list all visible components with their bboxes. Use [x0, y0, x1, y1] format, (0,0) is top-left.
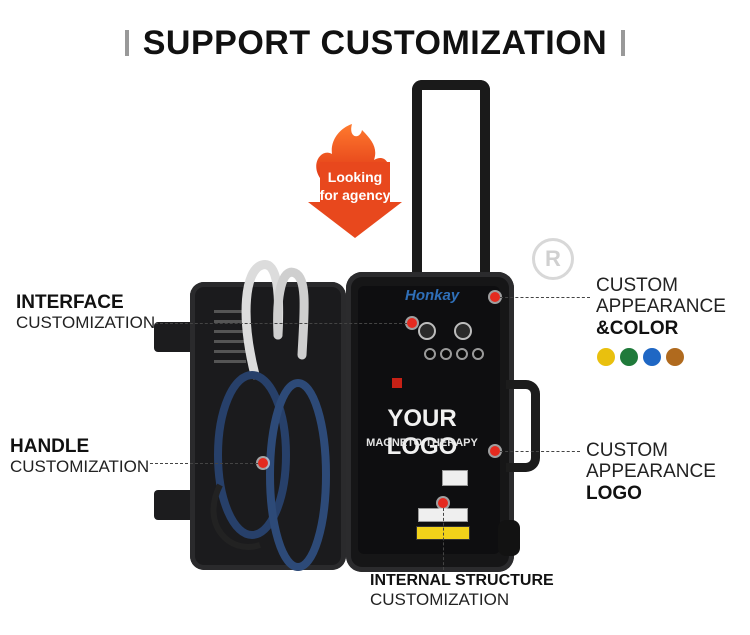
page-title: SUPPORT CUSTOMIZATION	[0, 24, 750, 63]
color-swatch-green	[620, 348, 638, 366]
wheel	[498, 520, 520, 556]
your-logo-text: YOUR LOGO	[386, 405, 458, 460]
title-right-bar	[621, 30, 626, 56]
internal-marker	[438, 498, 448, 508]
appearance-logo-marker	[490, 446, 500, 456]
appearance-color-line3: &COLOR	[596, 317, 679, 339]
port	[472, 348, 484, 360]
appearance-color-line2: APPEARANCE	[596, 296, 726, 318]
handle-marker	[258, 458, 268, 468]
port	[440, 348, 452, 360]
color-swatch-blue	[643, 348, 661, 366]
lid-print-line	[214, 320, 246, 323]
interface-label-title: INTERFACE	[16, 292, 124, 313]
brand-logo: Honkay	[405, 287, 460, 304]
appearance-logo-line2: APPEARANCE	[586, 461, 716, 483]
svg-text:for agency: for agency	[320, 187, 391, 203]
interface-label-sub: CUSTOMIZATION	[16, 313, 156, 333]
product-subtitle: MAGNETO THERAPY	[366, 437, 478, 449]
internal-label-sub: CUSTOMIZATION	[370, 589, 510, 609]
port	[456, 348, 468, 360]
interface-leader	[155, 323, 407, 324]
knob-left	[418, 322, 436, 340]
lid-print-line	[214, 310, 246, 313]
lid-print-line	[214, 360, 246, 363]
appearance-color-marker	[490, 292, 500, 302]
label-sticker	[442, 470, 468, 486]
lid-print-line	[214, 340, 246, 343]
appearance-color-label: CUSTOM APPEARANCE &COLOR	[596, 275, 726, 339]
title-text: SUPPORT CUSTOMIZATION	[142, 24, 608, 62]
handle-leader	[150, 463, 258, 464]
internal-leader	[443, 508, 444, 570]
color-swatch-brown	[666, 348, 684, 366]
color-swatch-yellow	[597, 348, 615, 366]
handle-label-title: HANDLE	[10, 436, 90, 457]
hinge-top	[154, 322, 194, 352]
port	[424, 348, 436, 360]
lid-print-line	[214, 350, 246, 353]
title-left-bar	[124, 30, 129, 56]
appearance-color-leader	[500, 297, 590, 298]
appearance-logo-line1: CUSTOM	[586, 440, 668, 461]
internal-label-title: INTERNAL STRUCTURE	[370, 572, 554, 589]
appearance-logo-label: CUSTOM APPEARANCE LOGO	[586, 440, 716, 504]
registered-mark-icon: R	[532, 238, 574, 280]
power-switch	[392, 378, 402, 388]
knob-right	[454, 322, 472, 340]
interface-label: INTERFACE CUSTOMIZATION	[16, 292, 155, 332]
lid-print-line	[214, 330, 246, 333]
svg-text:Looking: Looking	[328, 169, 382, 185]
internal-label: INTERNAL STRUCTURE CUSTOMIZATION	[370, 572, 554, 609]
agency-badge: Looking for agency	[308, 124, 402, 238]
coil-applicators	[210, 260, 330, 571]
appearance-color-line1: CUSTOM	[596, 275, 678, 296]
appearance-logo-leader	[500, 451, 580, 452]
handle-label: HANDLE CUSTOMIZATION	[10, 436, 149, 476]
appearance-logo-line3: LOGO	[586, 482, 642, 504]
side-handle	[506, 380, 540, 472]
trolley-handle	[412, 80, 490, 280]
arrow-down-icon	[308, 202, 402, 238]
handle-label-sub: CUSTOMIZATION	[10, 457, 150, 477]
hinge-bottom	[154, 490, 194, 520]
interface-marker	[407, 318, 417, 328]
